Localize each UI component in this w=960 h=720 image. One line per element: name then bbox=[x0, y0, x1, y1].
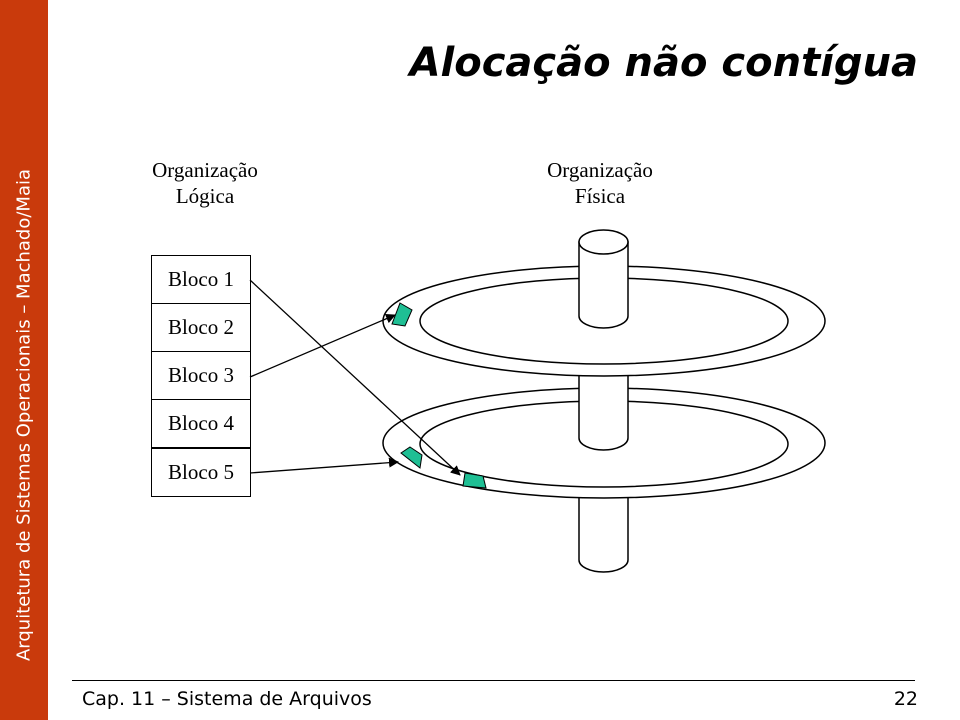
arrow-bloco3 bbox=[249, 313, 396, 378]
page-number: 22 bbox=[893, 688, 918, 710]
top-platter-outer bbox=[382, 265, 826, 377]
logical-heading-line1: Organização bbox=[152, 158, 258, 182]
logical-block-4: Bloco 4 bbox=[151, 399, 251, 448]
top-platter-inner bbox=[419, 277, 789, 365]
sidebar-text: Arquitetura de Sistemas Operacionais – M… bbox=[13, 168, 35, 662]
spindle-bottom bbox=[578, 479, 629, 573]
logical-heading: Organização Lógica bbox=[105, 157, 305, 209]
logical-block-5: Bloco 5 bbox=[151, 448, 251, 497]
logical-block-3: Bloco 3 bbox=[151, 351, 251, 400]
logical-block-2: Bloco 2 bbox=[151, 303, 251, 352]
slide-title: Alocação não contígua bbox=[409, 40, 918, 86]
physical-block-top bbox=[391, 302, 413, 327]
bottom-platter-outer bbox=[382, 387, 826, 499]
physical-heading-line2: Física bbox=[574, 184, 626, 208]
logical-heading-line2: Lógica bbox=[175, 184, 235, 208]
arrow-bloco5 bbox=[249, 457, 399, 474]
physical-heading-line1: Organização bbox=[547, 158, 653, 182]
logical-block-1: Bloco 1 bbox=[151, 255, 251, 304]
physical-block-bottom-left bbox=[400, 446, 423, 469]
arrow-bloco1 bbox=[249, 279, 461, 476]
spindle-top bbox=[578, 241, 629, 329]
footer-chapter: Cap. 11 – Sistema de Arquivos bbox=[82, 688, 372, 710]
bottom-platter-inner bbox=[419, 400, 789, 488]
physical-block-bottom bbox=[462, 472, 487, 489]
spindle-middle bbox=[578, 359, 629, 451]
sidebar: Arquitetura de Sistemas Operacionais – M… bbox=[0, 0, 48, 720]
spindle-cap bbox=[578, 229, 629, 255]
physical-heading: Organização Física bbox=[500, 157, 700, 209]
footer-divider bbox=[72, 680, 915, 681]
